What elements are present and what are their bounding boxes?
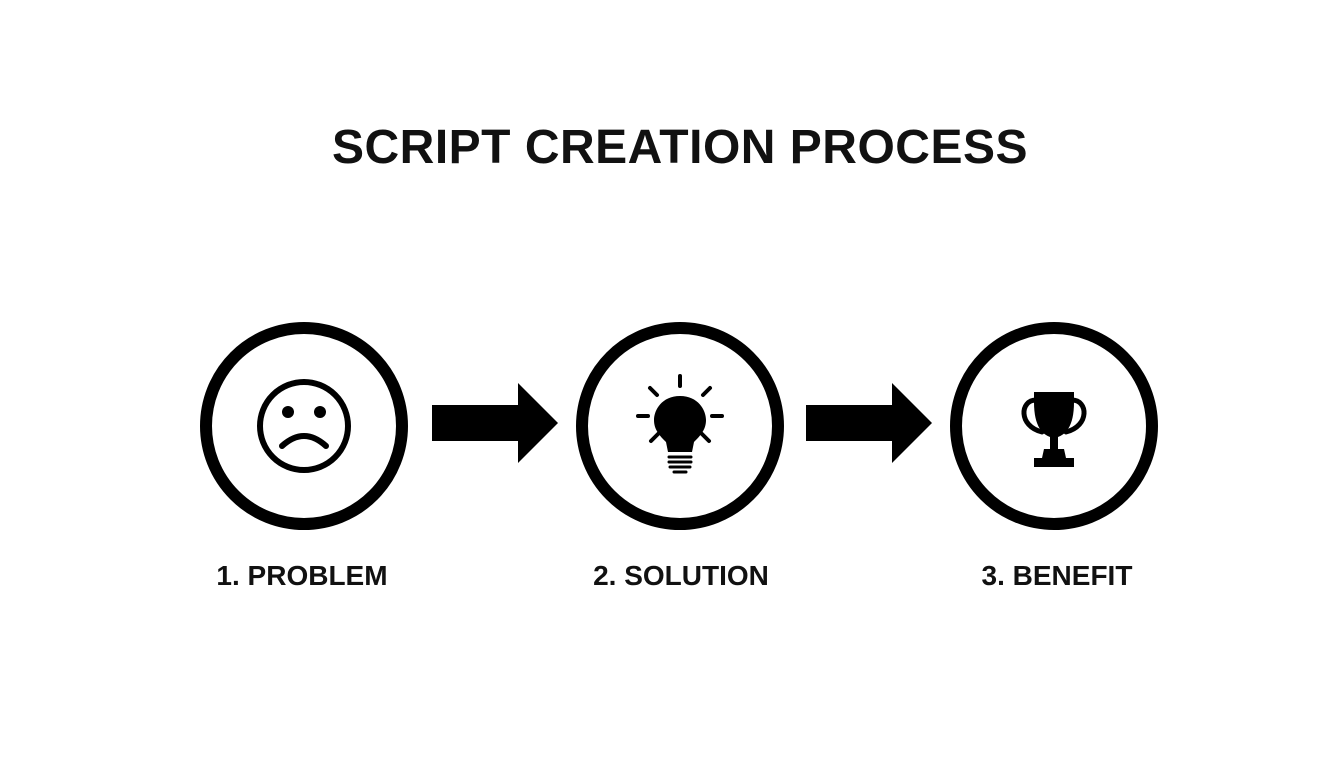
trophy-icon — [1021, 392, 1087, 467]
step-solution-label: 2. SOLUTION — [593, 560, 769, 591]
arrow-right-icon — [432, 383, 558, 463]
step-benefit-node — [950, 322, 1158, 530]
lightbulb-icon — [636, 374, 724, 474]
step-benefit-label: 3. BENEFIT — [981, 560, 1133, 591]
arrow-right-icon — [806, 383, 932, 463]
diagram-title: SCRIPT CREATION PROCESS — [331, 121, 1028, 174]
step-problem-node — [200, 322, 408, 530]
step-problem-label: 1. PROBLEM — [216, 560, 388, 591]
step-solution-node — [576, 322, 784, 530]
sad-face-icon — [257, 379, 351, 473]
